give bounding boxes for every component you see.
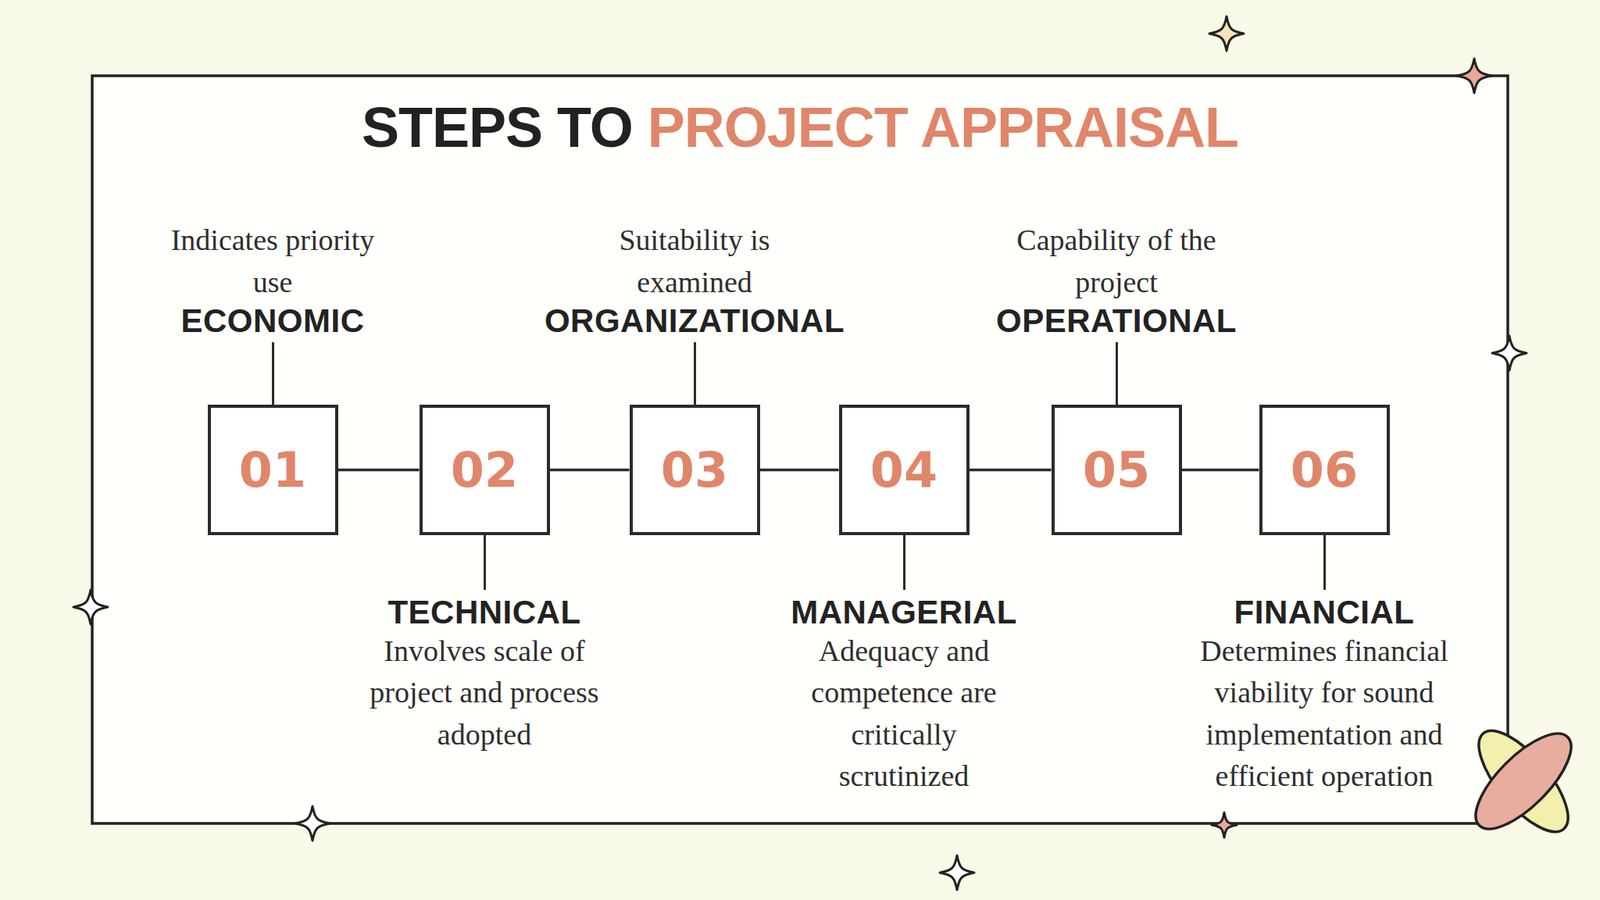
- step-label-group: Indicates priority useECONOMIC: [147, 219, 398, 340]
- leader-line: [271, 342, 275, 405]
- step-label-group: Capability of the projectOPERATIONAL: [991, 219, 1242, 340]
- step-heading: OPERATIONAL: [996, 303, 1237, 340]
- connector: [969, 468, 1052, 472]
- step-heading: ORGANIZATIONAL: [544, 303, 845, 340]
- leader-line: [1323, 535, 1326, 590]
- panel-frame: [92, 75, 1508, 824]
- step-number: 05: [1082, 446, 1150, 495]
- leader-line: [693, 342, 697, 405]
- step-box: 04MANAGERIALAdequacy and competence are …: [839, 404, 970, 536]
- step-box: 02TECHNICALInvolves scale of project and…: [419, 404, 550, 536]
- step-number: 02: [450, 446, 518, 495]
- step-number: 03: [660, 446, 729, 495]
- step-heading: FINANCIAL: [1234, 594, 1415, 631]
- step-box: 06FINANCIALDetermines financial viabilit…: [1259, 404, 1390, 536]
- leader-line: [483, 535, 486, 590]
- leader-line: [903, 535, 906, 590]
- step-description: Involves scale of project and process ad…: [355, 630, 614, 756]
- step-box: 01Indicates priority useECONOMIC: [207, 404, 339, 536]
- step-label-group: Suitability is examinedORGANIZATIONAL: [544, 219, 845, 340]
- step-description: Determines financial viability for sound…: [1175, 630, 1473, 797]
- step-description: Capability of the project: [991, 219, 1242, 303]
- step-label-group: FINANCIALDetermines financial viability …: [1175, 594, 1473, 797]
- step-description: Adequacy and competence are critically s…: [786, 630, 1022, 797]
- leader-line: [1115, 342, 1118, 405]
- step-box: 05Capability of the projectOPERATIONAL: [1051, 404, 1183, 536]
- step-description: Indicates priority use: [147, 219, 398, 303]
- step-label-group: MANAGERIALAdequacy and competence are cr…: [786, 594, 1022, 797]
- connector: [550, 468, 630, 472]
- step-box: 03Suitability is examinedORGANIZATIONAL: [629, 404, 761, 536]
- step-description: Suitability is examined: [592, 219, 797, 303]
- sparkle: [1209, 16, 1244, 51]
- connector: [760, 468, 840, 472]
- step-heading: TECHNICAL: [387, 594, 581, 631]
- step-number: 04: [870, 446, 938, 495]
- step-label-group: TECHNICALInvolves scale of project and p…: [355, 594, 614, 756]
- connector: [338, 468, 420, 472]
- sparkle: [1457, 58, 1492, 93]
- step-heading: MANAGERIAL: [790, 594, 1018, 631]
- sparkle: [1211, 812, 1237, 838]
- sparkle: [73, 589, 108, 625]
- connector: [1182, 468, 1260, 472]
- sparkle: [939, 855, 975, 890]
- step-number: 06: [1290, 446, 1358, 495]
- step-heading: ECONOMIC: [181, 303, 365, 340]
- orbit-ornament: [1461, 717, 1586, 846]
- sparkle: [1492, 335, 1527, 371]
- title: STEPS TO PROJECT APPRAISAL: [361, 96, 1239, 159]
- step-number: 01: [239, 446, 307, 495]
- sparkle: [295, 806, 330, 841]
